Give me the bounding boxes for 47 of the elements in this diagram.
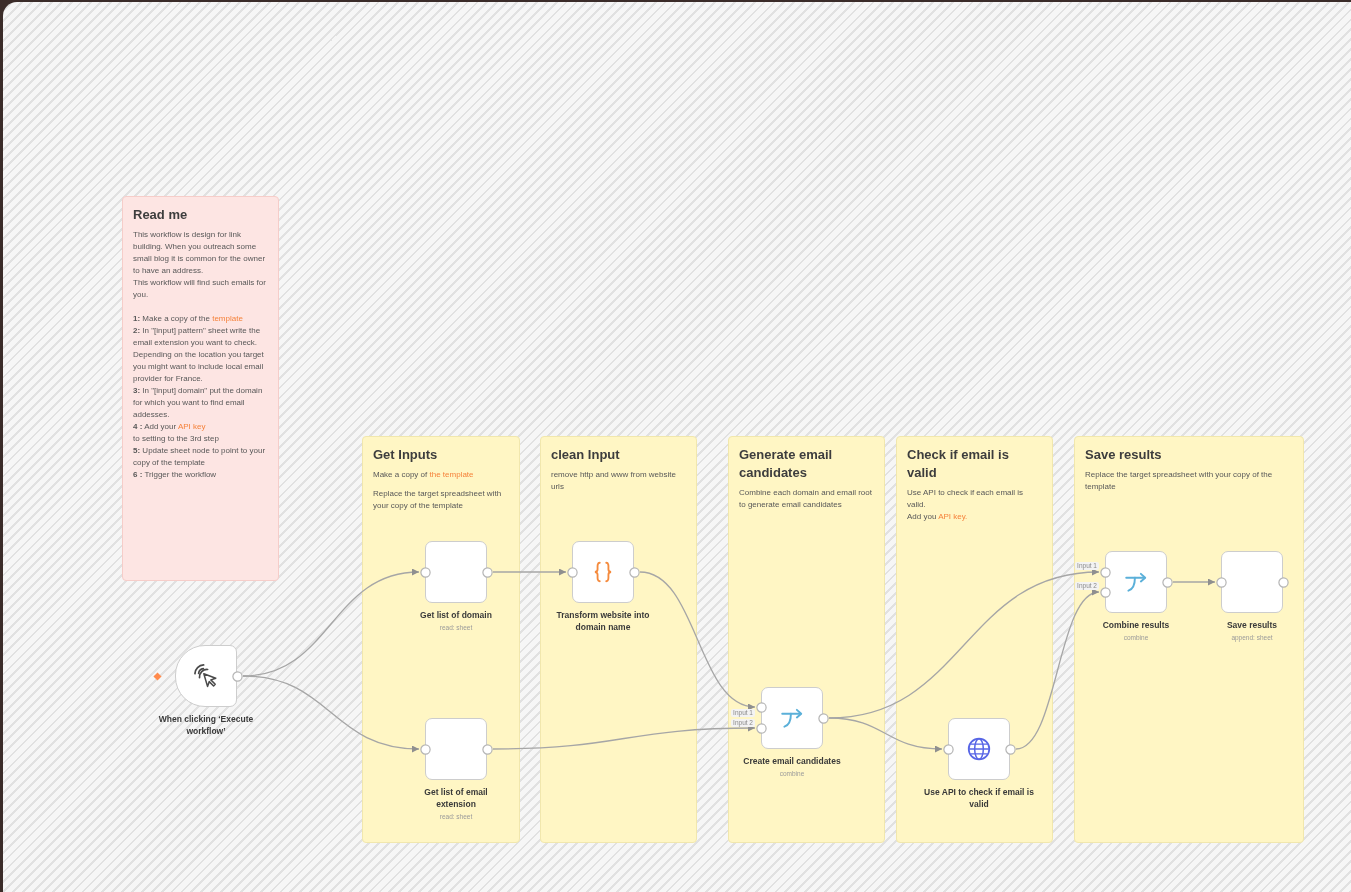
note-text: remove http and www from website urls [551, 470, 676, 491]
note-text: Replace the target spreadsheet with your copy of the template [1085, 470, 1273, 491]
sticky-note [362, 436, 520, 843]
sticky-note [540, 436, 697, 843]
link: template [212, 314, 243, 323]
connector-arrow [492, 724, 756, 750]
note-text: 5: Update sheet node to point to your copy of the template [133, 446, 266, 467]
node-label: Get list of domain [419, 609, 493, 621]
link: API key [177, 422, 206, 431]
sticky-note [728, 436, 885, 843]
sticky-heading: Save results [1085, 446, 1163, 464]
sticky-heading: Read me [133, 206, 189, 224]
connector-arrow [1172, 578, 1216, 586]
connector-arrow [1015, 590, 1100, 750]
sticky-note [122, 196, 279, 581]
note-text: Add you [907, 512, 937, 521]
note-text: Combine each domain and email root to generate email candidates [739, 488, 872, 509]
note-text: 6 : Trigger the workflow [133, 470, 217, 479]
node-label: Combine results [1101, 619, 1171, 631]
note-text: to setting to the 3rd step [133, 434, 219, 443]
sticky-heading: clean Input [551, 446, 621, 464]
link: the template [429, 470, 474, 479]
sticky-heading: Get Inputs [373, 446, 439, 464]
note-text: 3: In "[input] domain" put the domain for which you want to find email addesses. [133, 386, 263, 419]
connector-arrow [828, 717, 943, 753]
node-label: Use API to check if email is valid [923, 786, 1035, 810]
note-text: Use API to check if each email is valid. [907, 488, 1024, 509]
sticky-note [1074, 436, 1304, 843]
note-text: Replace the target spreadsheet with your copy of the template [373, 489, 502, 510]
note-text: Make a copy of [373, 470, 428, 479]
sticky-heading: Generate email candidates [739, 446, 834, 482]
node-label: When clicking ‘Execute workflow’ [157, 713, 255, 737]
connector-arrow [492, 568, 567, 576]
note-text: This workflow will find such emails for you. [133, 278, 266, 299]
connector-arrow [242, 675, 420, 752]
node-label: Save results [1225, 619, 1279, 631]
sticky-note [896, 436, 1053, 843]
node-label: Transform website into domain name [555, 609, 651, 633]
sticky-heading: Check if email is valid [907, 446, 1010, 482]
note-text: 2: In "[input] pattern" sheet write the email extension you want to check. Depending on the location you target you might want to include local email provider for France. [133, 326, 264, 383]
node-label: Create email candidates [742, 755, 842, 767]
note-text: This workflow is design for link building. When you outreach some small blog it is common for the owner to have an address. [133, 230, 266, 275]
connector-arrow [639, 571, 756, 710]
link: API key. [938, 512, 968, 521]
node-label: Get list of email extension [423, 786, 489, 810]
note-text: 4 : Add your [133, 422, 177, 431]
note-text: 1: Make a copy of the [133, 314, 210, 323]
